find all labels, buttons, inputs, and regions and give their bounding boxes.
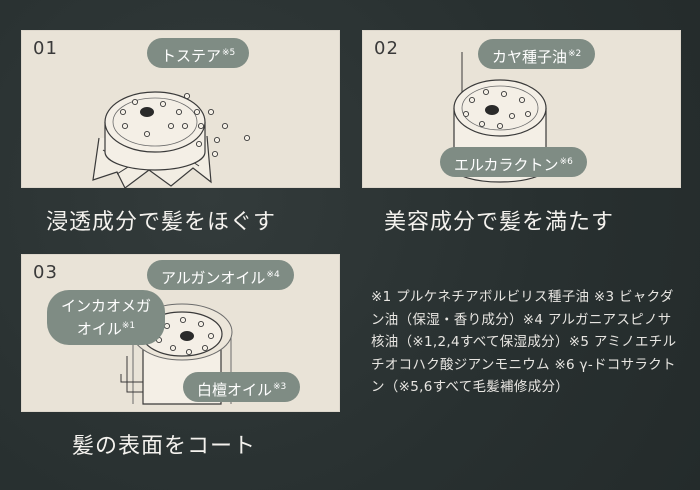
ingredient-label-tostea: トステア※5	[147, 38, 250, 68]
label-text: アルガンオイル	[161, 269, 266, 287]
hair-cross-section-illustration	[92, 91, 251, 188]
label-text: トステア	[161, 47, 222, 65]
ingredient-label-sandalwood-oil: 白檀オイル※3	[183, 372, 301, 402]
panel-03: 03 アルガンオイル※4 インカオメガ オイル※1 白檀オイル※3	[21, 254, 340, 412]
label-footnote: ※1	[121, 321, 136, 331]
ingredient-label-erucalactone: エルカラクトン※6	[440, 147, 587, 177]
label-text-line2: オイル	[76, 320, 122, 338]
label-text-line2-wrap: オイル※1	[61, 316, 151, 339]
label-footnote: ※3	[273, 382, 287, 392]
label-footnote: ※5	[222, 48, 236, 58]
label-footnote: ※2	[568, 49, 582, 59]
label-footnote: ※4	[266, 270, 280, 280]
caption-02: 美容成分で髪を満たす	[384, 210, 615, 235]
footnotes: ※1 プルケネチアボルビリス種子油 ※3 ビャクダン油（保湿・香り成分）※4 ア…	[371, 289, 677, 395]
ingredient-label-inca-omega-oil: インカオメガ オイル※1	[47, 290, 166, 345]
caption-03: 髪の表面をコート	[72, 434, 257, 459]
panel-number: 03	[33, 262, 58, 283]
label-footnote: ※6	[559, 157, 573, 167]
label-text: 白檀オイル	[197, 381, 273, 399]
panel-02: 02 カヤ種子油※2 エルカラクトン※6	[362, 30, 681, 188]
label-text: エルカラクトン	[454, 156, 559, 174]
caption-01: 浸透成分で髪をほぐす	[46, 210, 277, 235]
panel-number: 02	[374, 38, 399, 59]
ingredient-label-kaya-oil: カヤ種子油※2	[478, 39, 596, 69]
label-text: カヤ種子油	[492, 48, 568, 66]
ingredient-label-argan-oil: アルガンオイル※4	[147, 260, 294, 290]
label-text-line1: インカオメガ	[61, 297, 152, 315]
panel-01: 01 トステア※5	[21, 30, 340, 188]
panel-number: 01	[33, 38, 58, 59]
